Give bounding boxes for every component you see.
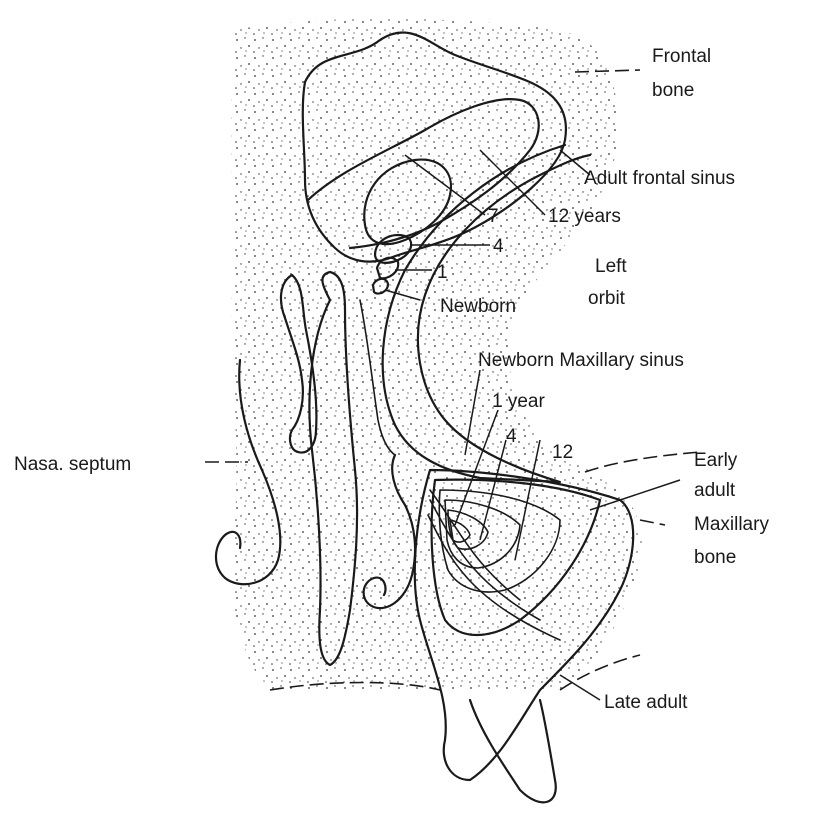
label-one-year: 1 year xyxy=(492,391,545,412)
label-early-adult-line2: adult xyxy=(694,480,736,501)
label-adult-frontal-sinus: Adult frontal sinus xyxy=(584,168,735,189)
label-one: 1 xyxy=(437,262,448,283)
alveolar-root xyxy=(470,700,556,802)
label-maxillary-bone-line2: bone xyxy=(694,547,736,568)
label-four: 4 xyxy=(493,236,504,257)
orbit-floor-dash xyxy=(585,452,700,472)
label-twelve: 12 xyxy=(552,442,573,463)
label-left-orbit-line2: orbit xyxy=(588,288,626,309)
label-maxillary-bone-line1: Maxillary xyxy=(694,514,769,535)
label-frontal-bone-line2: bone xyxy=(652,80,694,101)
label-newborn-maxillary-sinus: Newborn Maxillary sinus xyxy=(478,350,684,371)
label-newborn: Newborn xyxy=(440,296,516,317)
label-nasal-septum: Nasa. septum xyxy=(14,454,131,475)
maxillary-bone-dash xyxy=(640,520,665,525)
label-frontal-bone-line1: Frontal xyxy=(652,46,711,67)
label-four-b: 4 xyxy=(506,426,517,447)
label-twelve-years: 12 years xyxy=(548,206,621,227)
label-early-adult-line1: Early xyxy=(694,450,738,471)
label-left-orbit-line1: Left xyxy=(595,256,627,277)
label-seven: 7 xyxy=(488,206,499,227)
label-late-adult: Late adult xyxy=(604,692,688,713)
